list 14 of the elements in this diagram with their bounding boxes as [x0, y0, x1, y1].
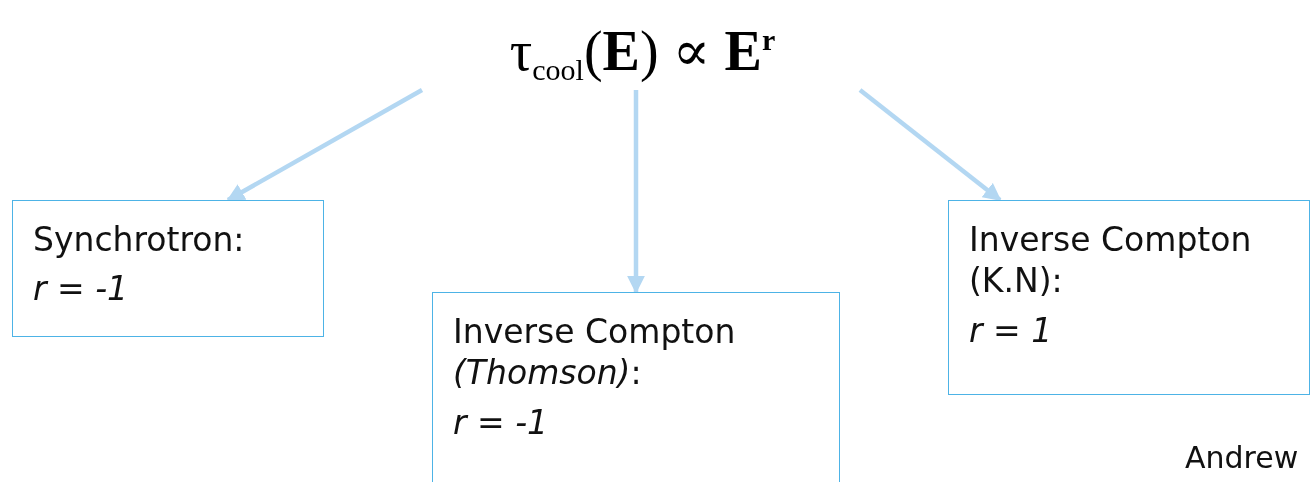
exponent-value: r = 1 — [969, 309, 1054, 351]
text-box — [432, 292, 840, 482]
text-box — [12, 200, 324, 337]
exponent-value: r = -1 — [33, 268, 130, 310]
arrow — [226, 88, 424, 202]
box-heading: Inverse Compton (Thomson): — [453, 311, 737, 394]
text-box — [948, 200, 1310, 395]
arrow — [627, 90, 645, 294]
author-name: Andrew — [1185, 440, 1299, 475]
exponent-value: r = -1 — [453, 401, 550, 443]
arrow — [858, 88, 1002, 202]
box-heading: Synchrotron: — [33, 219, 246, 261]
box-heading: Inverse Compton (K.N): — [969, 219, 1253, 302]
formula: τ$_{cool}$(E) ∝ E$^{r}$ — [415, 14, 870, 90]
